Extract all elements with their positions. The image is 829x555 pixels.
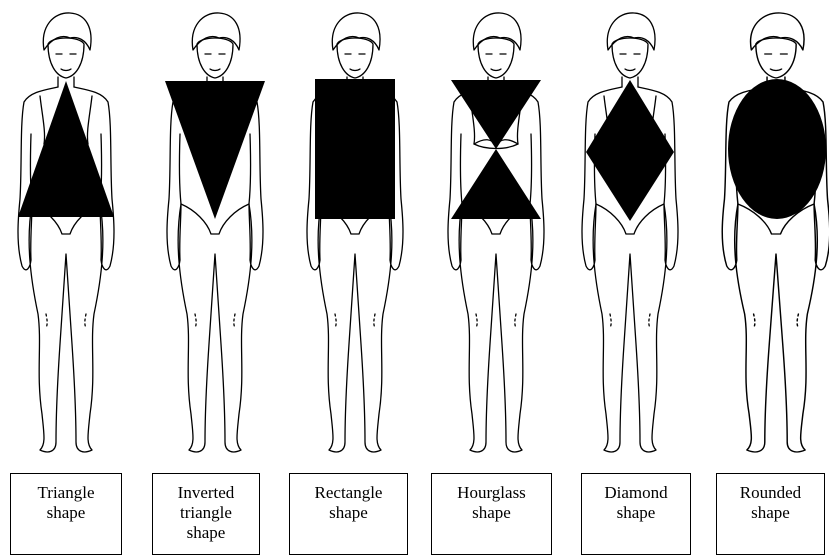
- triangle-icon: [18, 81, 114, 217]
- figure-diamond: [582, 13, 678, 452]
- figure-triangle: [18, 13, 114, 452]
- rectangle-icon: [315, 79, 395, 219]
- label-rounded: Rounded shape: [740, 483, 801, 523]
- label-rectangle: Rectangle shape: [315, 483, 383, 523]
- label-inverted-triangle: Inverted triangle shape: [178, 483, 235, 543]
- figure-rectangle: [307, 13, 403, 452]
- hourglass-icon: [451, 80, 541, 219]
- figure-hourglass: [448, 13, 544, 452]
- figure-inverted-triangle: [165, 13, 265, 452]
- diamond-icon: [586, 80, 674, 221]
- label-box-rectangle: Rectangle shape: [289, 473, 408, 555]
- label-box-triangle: Triangle shape: [10, 473, 122, 555]
- label-diamond: Diamond shape: [604, 483, 667, 523]
- label-box-diamond: Diamond shape: [581, 473, 691, 555]
- label-hourglass: Hourglass shape: [457, 483, 526, 523]
- ellipse-icon: [728, 79, 826, 219]
- label-triangle: Triangle shape: [38, 483, 95, 523]
- label-box-rounded: Rounded shape: [716, 473, 825, 555]
- figure-rounded: [722, 13, 829, 452]
- label-box-hourglass: Hourglass shape: [431, 473, 552, 555]
- label-box-inverted-triangle: Inverted triangle shape: [152, 473, 260, 555]
